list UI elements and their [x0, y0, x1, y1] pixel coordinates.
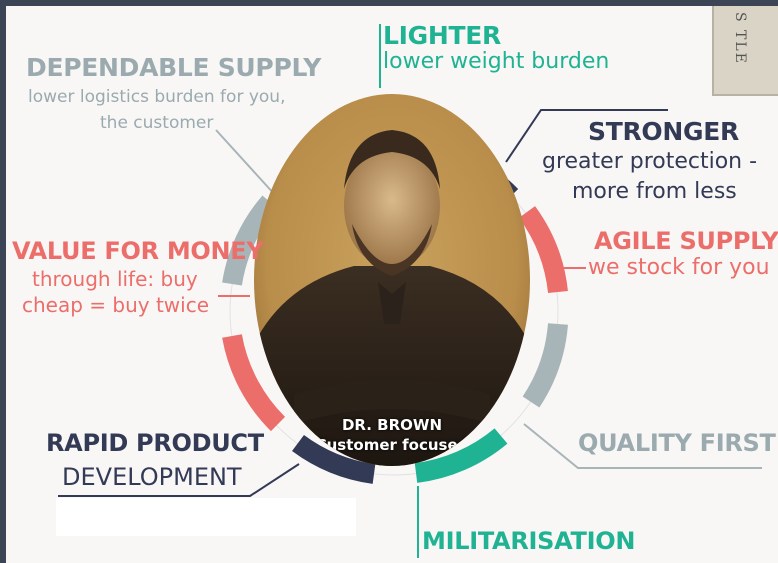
portrait-photo: DR. BROWN Customer focused	[254, 94, 530, 466]
portrait-name: DR. BROWN	[341, 416, 443, 434]
ring-arc-rapid-product	[292, 434, 376, 484]
label-stronger-sub1: greater protection -	[542, 149, 758, 174]
label-rapid-sub: DEVELOPMENT	[62, 463, 242, 491]
label-lighter-sub: lower weight burden	[383, 49, 610, 74]
connector-dependable	[215, 129, 277, 197]
label-militarisation-title: MILITARISATION	[422, 527, 636, 555]
document-tag: S TLE	[712, 6, 778, 96]
connector-quality	[523, 423, 762, 469]
document-tag-text: S TLE	[732, 12, 748, 65]
portrait-tagline: Customer focused	[315, 436, 469, 454]
ring-arc-militarisation	[414, 428, 508, 483]
face-shape	[344, 144, 440, 268]
label-stronger-title: STRONGER	[588, 117, 739, 146]
beard-shape	[352, 224, 432, 276]
ring-arc-agile-supply	[518, 206, 568, 294]
label-dependable-sub2: the customer	[100, 113, 214, 133]
ring-arc-quality-first	[522, 322, 568, 408]
label-rapid-title: RAPID PRODUCT	[46, 429, 264, 457]
label-value-title: VALUE FOR MONEY	[12, 237, 264, 265]
ring-arc-value	[222, 334, 286, 432]
connector-rapid	[58, 463, 300, 497]
connector-stronger	[505, 109, 668, 163]
label-dependable-title: DEPENDABLE SUPPLY	[26, 53, 322, 82]
label-value-sub1: through life: buy	[32, 267, 198, 291]
label-agile-title: AGILE SUPPLY	[594, 227, 778, 255]
white-strip	[56, 498, 356, 536]
label-quality-title: QUALITY FIRST	[578, 429, 776, 457]
label-agile-sub: we stock for you	[588, 255, 770, 280]
label-stronger-sub2: more from less	[572, 179, 737, 204]
label-dependable-sub1: lower logistics burden for you,	[28, 87, 286, 107]
label-value-sub2: cheap = buy twice	[22, 293, 210, 317]
label-lighter-title: LIGHTER	[383, 21, 501, 50]
infographic: DR. BROWN Customer focused S TLE LIGHTER…	[6, 6, 778, 563]
